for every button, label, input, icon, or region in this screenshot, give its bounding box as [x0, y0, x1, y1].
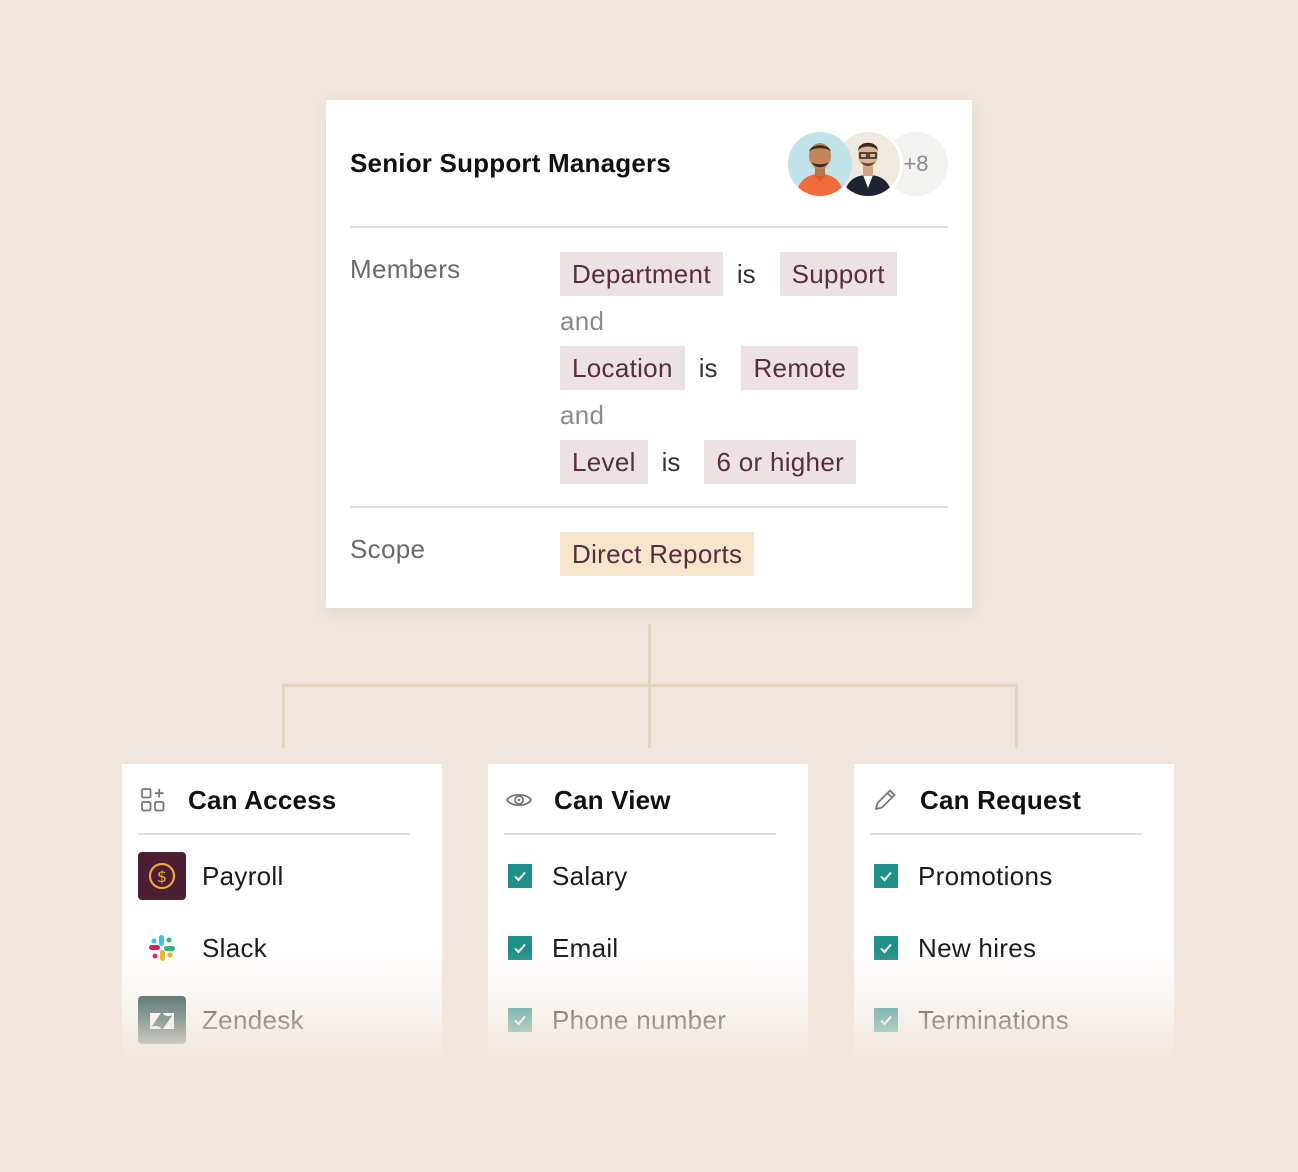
- connector-right: [1015, 684, 1018, 748]
- avatar-person-orange: [788, 132, 852, 196]
- member-avatars[interactable]: +8: [788, 132, 948, 196]
- connector-left: [282, 684, 285, 748]
- group-title: Senior Support Managers: [350, 148, 671, 178]
- check-icon: [514, 1015, 526, 1026]
- checkbox-checked[interactable]: [874, 936, 898, 960]
- rule-value-chip[interactable]: Support: [779, 252, 897, 296]
- group-card: Senior Support Managers: [326, 100, 972, 608]
- item-label: Slack: [202, 932, 268, 963]
- card-header: Can View: [504, 784, 671, 816]
- checkbox-checked[interactable]: [874, 1008, 898, 1032]
- can-request-card: Can Request Promotions New hires Termina…: [854, 764, 1174, 1060]
- item-label: New hires: [918, 932, 1037, 963]
- check-icon: [880, 871, 892, 882]
- members-label: Members: [350, 254, 461, 284]
- checkbox-checked[interactable]: [874, 864, 898, 888]
- rule-operator: is: [661, 446, 681, 477]
- divider: [870, 833, 1142, 835]
- check-icon: [514, 943, 526, 954]
- list-item-payroll[interactable]: $ Payroll: [138, 852, 284, 900]
- card-title: Can Access: [188, 784, 337, 815]
- item-label: Email: [552, 932, 619, 963]
- rule-operator: is: [698, 352, 718, 383]
- eye-icon: [504, 785, 534, 815]
- item-label: Payroll: [202, 860, 284, 891]
- rule-field-chip[interactable]: Level: [560, 440, 648, 484]
- rule-conjunction: and: [560, 400, 605, 430]
- rule-operator: is: [736, 258, 756, 289]
- list-item-zendesk[interactable]: Zendesk: [138, 996, 304, 1044]
- check-icon: [880, 1015, 892, 1026]
- list-item-new-hires[interactable]: New hires: [870, 924, 1036, 972]
- scope-row[interactable]: Direct Reports: [560, 532, 755, 576]
- list-item-email[interactable]: Email: [504, 924, 619, 972]
- rule-value-chip[interactable]: 6 or higher: [704, 440, 857, 484]
- item-label: Phone number: [552, 1004, 727, 1035]
- check-icon: [880, 943, 892, 954]
- rule-location[interactable]: Location is Remote: [560, 346, 859, 390]
- rule-field-chip[interactable]: Department: [560, 252, 723, 296]
- item-label: Zendesk: [202, 1004, 304, 1035]
- pencil-icon: [870, 785, 900, 815]
- card-header: Can Request: [870, 784, 1081, 816]
- connector-bar: [282, 684, 1018, 687]
- checkbox-checked[interactable]: [508, 864, 532, 888]
- divider: [504, 833, 776, 835]
- item-label: Promotions: [918, 860, 1053, 891]
- list-item-slack[interactable]: Slack: [138, 924, 267, 972]
- check-icon: [514, 871, 526, 882]
- rule-department[interactable]: Department is Support: [560, 252, 897, 296]
- zendesk-icon: [138, 996, 186, 1044]
- list-item-salary[interactable]: Salary: [504, 852, 628, 900]
- card-header: Can Access: [138, 784, 336, 816]
- checkbox-checked[interactable]: [508, 936, 532, 960]
- divider: [350, 226, 948, 228]
- list-item-promotions[interactable]: Promotions: [870, 852, 1053, 900]
- payroll-icon: $: [138, 852, 186, 900]
- list-item-terminations[interactable]: Terminations: [870, 996, 1069, 1044]
- can-access-card: Can Access $ Payroll Slack: [122, 764, 442, 1060]
- scope-chip[interactable]: Direct Reports: [560, 532, 755, 576]
- list-item-phone-number[interactable]: Phone number: [504, 996, 726, 1044]
- scope-label: Scope: [350, 534, 426, 564]
- svg-text:$: $: [157, 867, 167, 886]
- card-title: Can View: [554, 784, 671, 815]
- slack-icon: [138, 924, 186, 972]
- rule-field-chip[interactable]: Location: [560, 346, 685, 390]
- item-label: Terminations: [918, 1004, 1069, 1035]
- rule-conjunction: and: [560, 306, 605, 336]
- divider: [350, 506, 948, 508]
- rule-value-chip[interactable]: Remote: [741, 346, 859, 390]
- checkbox-checked[interactable]: [508, 1008, 532, 1032]
- item-label: Salary: [552, 860, 628, 891]
- rule-level[interactable]: Level is 6 or higher: [560, 440, 857, 484]
- divider: [138, 833, 410, 835]
- avatar[interactable]: [788, 132, 852, 196]
- can-view-card: Can View Salary Email Phone number: [488, 764, 808, 1060]
- card-title: Can Request: [920, 784, 1082, 815]
- app-grid-icon: [138, 785, 168, 815]
